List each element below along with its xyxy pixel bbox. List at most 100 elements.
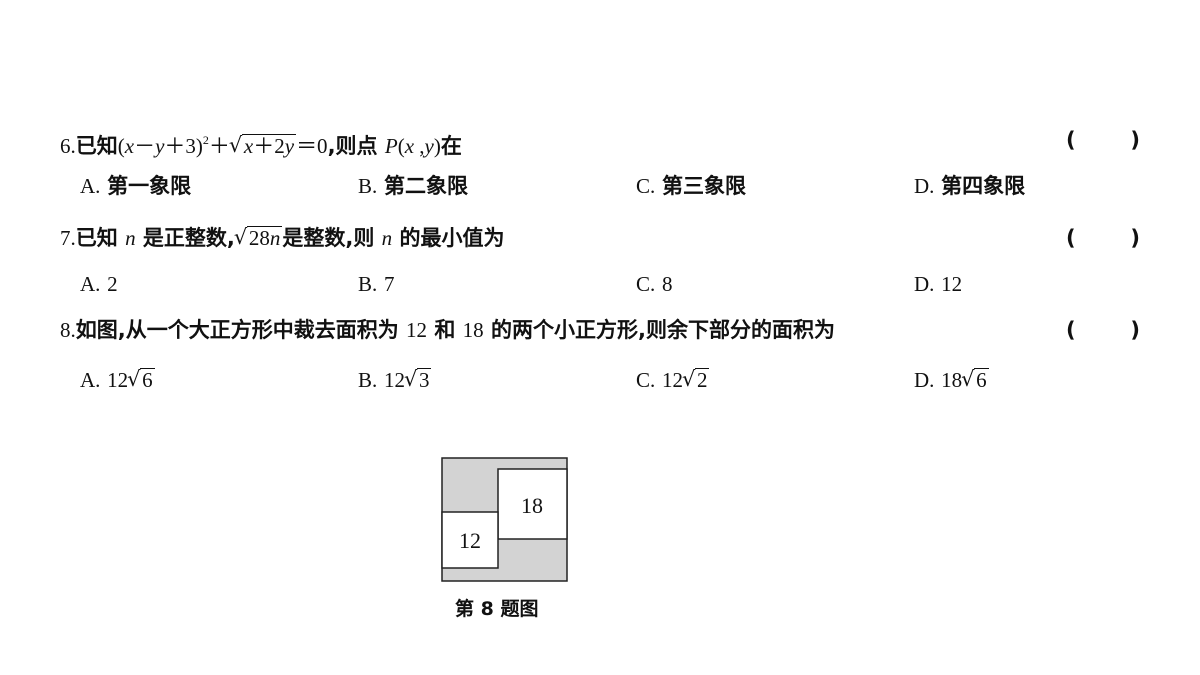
q6-sqrt-x: x xyxy=(243,134,254,158)
question-8-number: 8. xyxy=(60,318,76,342)
option-label: D. xyxy=(914,368,935,392)
question-7-stem: 7.已知 n 是正整数,28n是整数,则 n 的最小值为 xyxy=(60,223,505,252)
square-18-label: 18 xyxy=(521,493,543,518)
option-text: 第一象限 xyxy=(107,174,192,198)
q6-eq: ＝0 xyxy=(296,134,328,158)
square-12 xyxy=(441,511,499,569)
q6-point-y: y xyxy=(424,134,434,158)
paren-close: ) xyxy=(1130,128,1140,152)
option-sqrt: 3 xyxy=(404,365,432,394)
paren-open: ( xyxy=(1066,318,1076,342)
option-coef: 12 xyxy=(661,368,683,392)
paren-open: ( xyxy=(1066,128,1076,152)
q8-area1: 12 xyxy=(406,318,428,342)
option-coef: 12 xyxy=(107,368,129,392)
option-label: C. xyxy=(636,368,656,392)
q8-area2: 18 xyxy=(462,318,484,342)
option-radicand: 3 xyxy=(416,368,432,392)
q6-point-p: P xyxy=(384,134,398,158)
paren-open: ( xyxy=(1066,226,1076,250)
q7-mid2: 是整数,则 xyxy=(282,226,382,250)
q8-text-b: 和 xyxy=(427,318,463,342)
q6-tail2: 在 xyxy=(440,134,462,158)
question-7-answer-blank[interactable]: () xyxy=(1066,224,1140,252)
q7-var-n2: n xyxy=(381,226,393,250)
option-sqrt: 6 xyxy=(127,365,155,394)
q6-sqrt: x＋2y xyxy=(229,131,297,160)
option-label: A. xyxy=(80,272,101,296)
q6-var-x: x xyxy=(124,134,135,158)
q6-option-c[interactable]: C. 第三象限 xyxy=(636,172,746,200)
q7-sqrt-coef: 28 xyxy=(248,226,270,250)
q7-tail: 的最小值为 xyxy=(392,226,505,250)
q6-var-y: y xyxy=(155,134,165,158)
option-label: A. xyxy=(80,368,101,392)
q6-option-b[interactable]: B. 第二象限 xyxy=(358,172,468,200)
q6-power: 2 xyxy=(202,133,209,147)
option-radicand: 2 xyxy=(694,368,710,392)
q8-option-d[interactable]: D. 18 6 xyxy=(914,365,989,394)
option-label: D. xyxy=(914,272,935,296)
square-12-label: 12 xyxy=(459,528,481,553)
q6-point-comma: , xyxy=(414,134,425,158)
q6-sqrt-y: y xyxy=(284,134,295,158)
paren-close: ) xyxy=(1130,226,1140,250)
q7-option-c[interactable]: C. 8 xyxy=(636,270,672,298)
question-6-answer-blank[interactable]: () xyxy=(1066,126,1140,154)
option-label: D. xyxy=(914,174,935,198)
q7-lead: 已知 xyxy=(75,226,126,250)
q6-point-x: x xyxy=(404,134,415,158)
option-value: 8 xyxy=(661,272,673,296)
q7-var-n: n xyxy=(125,226,136,250)
q7-option-d[interactable]: D. 12 xyxy=(914,270,962,298)
q6-plus: ＋ xyxy=(208,134,230,158)
q6-plus3: ＋3) xyxy=(164,134,203,158)
q6-point-close: ) xyxy=(433,134,441,158)
option-label: B. xyxy=(358,174,378,198)
q8-option-c[interactable]: C. 12 2 xyxy=(636,365,710,394)
option-label: A. xyxy=(80,174,101,198)
option-coef: 18 xyxy=(941,368,963,392)
q6-lead: 已知 xyxy=(75,134,118,158)
q7-sqrt: 28n xyxy=(234,223,283,252)
question-6-stem: 6.已知(x－y＋3)2＋x＋2y＝0,则点 P(x ,y)在 xyxy=(60,126,462,160)
question-8-answer-blank[interactable]: () xyxy=(1066,316,1140,344)
option-label: B. xyxy=(358,368,378,392)
paren-close: ) xyxy=(1130,318,1140,342)
question-8-stem: 8.如图,从一个大正方形中裁去面积为 12 和 18 的两个小正方形,则余下部分… xyxy=(60,316,835,344)
q8-text-a: 如图,从一个大正方形中裁去面积为 xyxy=(75,318,407,342)
option-text: 第二象限 xyxy=(383,174,468,198)
square-18 xyxy=(497,468,568,540)
q8-option-a[interactable]: A. 12 6 xyxy=(80,365,155,394)
question-7-number: 7. xyxy=(60,226,76,250)
question-6-number: 6. xyxy=(60,134,76,158)
q7-option-a[interactable]: A. 2 xyxy=(80,270,118,298)
q8-text-c: 的两个小正方形,则余下部分的面积为 xyxy=(483,318,835,342)
q6-minus: － xyxy=(134,134,156,158)
q6-option-a[interactable]: A. 第一象限 xyxy=(80,172,191,200)
option-value: 12 xyxy=(941,272,963,296)
option-text: 第四象限 xyxy=(941,174,1026,198)
option-coef: 12 xyxy=(383,368,405,392)
option-value: 7 xyxy=(383,272,395,296)
q6-expr-open: ( xyxy=(117,134,125,158)
option-radicand: 6 xyxy=(140,368,155,392)
q7-mid1: 是正整数, xyxy=(135,226,235,250)
q6-option-d[interactable]: D. 第四象限 xyxy=(914,172,1025,200)
figure-caption: 第 8 题图 xyxy=(455,598,539,620)
figure-8: 18 12 xyxy=(441,457,569,587)
squares-diagram: 18 12 xyxy=(441,457,568,582)
q6-point-open: ( xyxy=(397,134,405,158)
q8-option-b[interactable]: B. 12 3 xyxy=(358,365,432,394)
option-sqrt: 2 xyxy=(682,365,710,394)
option-label: C. xyxy=(636,272,656,296)
option-label: B. xyxy=(358,272,378,296)
q7-option-b[interactable]: B. 7 xyxy=(358,270,394,298)
q6-sqrt-plus: ＋2 xyxy=(253,134,285,158)
option-text: 第三象限 xyxy=(661,174,746,198)
option-radicand: 6 xyxy=(974,368,989,392)
q7-sqrt-var: n xyxy=(269,226,281,250)
option-label: C. xyxy=(636,174,656,198)
q6-tail1: ,则点 xyxy=(327,134,385,158)
option-value: 2 xyxy=(107,272,118,296)
